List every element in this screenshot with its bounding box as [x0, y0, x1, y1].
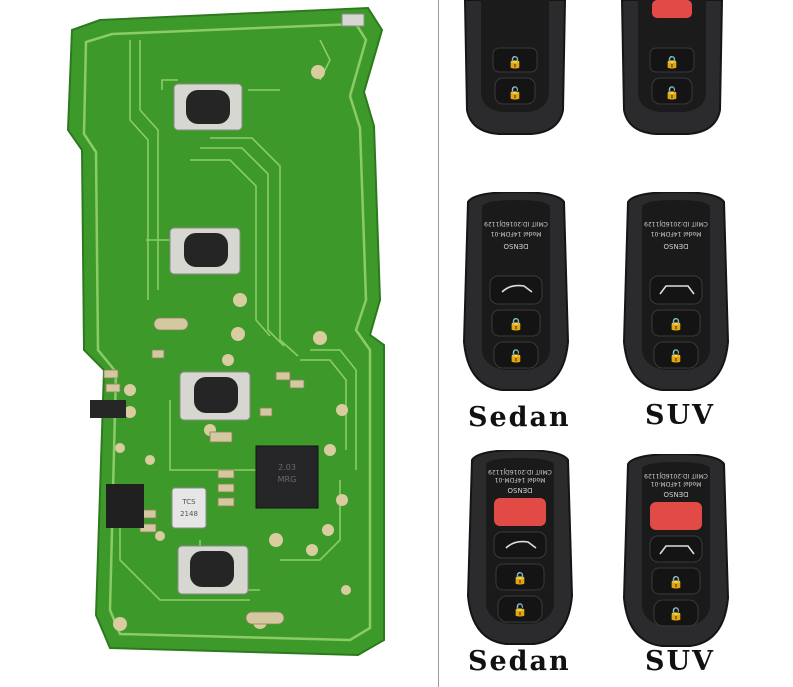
pcb-board-photo: TCS 2148 2.03 MRG	[50, 0, 410, 687]
smd-components	[103, 317, 305, 625]
svg-text:🔓: 🔓	[509, 349, 524, 363]
pcb-connector	[341, 13, 365, 27]
unlock-button-icon	[653, 341, 699, 369]
lock-button-icon	[491, 309, 541, 337]
panic-button-icon	[494, 498, 546, 526]
small-ic-chip	[106, 484, 144, 528]
panic-button-icon	[650, 502, 702, 530]
svg-text:Model 14FDM-01: Model 14FDM-01	[491, 230, 542, 237]
model-label-suv: SUV	[645, 400, 715, 431]
unlock-button-icon	[493, 341, 539, 369]
panel-divider	[438, 0, 439, 687]
tactile-switch-2	[169, 227, 241, 275]
svg-text:🔓: 🔓	[669, 607, 684, 621]
trunk-button-icon	[493, 531, 547, 559]
unlock-button-icon	[494, 77, 536, 105]
svg-text:CMIIT ID:2016DJ1129: CMIIT ID:2016DJ1129	[488, 468, 552, 475]
key-fob-sedan: DENSO Model 14FDM-01 CMIIT ID:2016DJ1129…	[462, 192, 570, 391]
unlock-button-icon	[653, 599, 699, 627]
tailgate-button-icon	[649, 275, 703, 305]
svg-text:🔒: 🔒	[665, 55, 680, 69]
panic-button-icon	[652, 0, 692, 18]
svg-text:2148: 2148	[180, 510, 198, 518]
svg-text:2.03: 2.03	[278, 463, 296, 472]
svg-text:DENSO: DENSO	[663, 242, 688, 250]
pcb-edge-trace	[82, 22, 372, 642]
model-label-sedan-panic: Sedan	[468, 646, 571, 677]
model-label-sedan: Sedan	[468, 402, 571, 433]
svg-text:🔓: 🔓	[669, 349, 684, 363]
unlock-button-icon	[651, 77, 693, 105]
model-label-suv-panic: SUV	[645, 646, 715, 677]
lock-button-icon	[492, 47, 538, 73]
svg-text:🔒: 🔒	[508, 55, 523, 69]
svg-text:🔓: 🔓	[513, 603, 528, 617]
svg-text:🔒: 🔒	[513, 571, 528, 585]
svg-text:Model 14FDM-01: Model 14FDM-01	[495, 476, 546, 483]
svg-text:DENSO: DENSO	[663, 490, 688, 498]
svg-text:Model 14FDM-01: Model 14FDM-01	[651, 230, 702, 237]
lock-button-icon	[495, 563, 545, 591]
svg-text:🔓: 🔓	[508, 86, 523, 100]
tactile-switch-4	[177, 545, 249, 595]
key-fob-top-right: 🔒 🔓	[620, 0, 724, 135]
pcb-board: TCS 2148 2.03 MRG	[66, 6, 385, 657]
lock-button-icon	[651, 309, 701, 337]
lock-button-icon	[649, 47, 695, 73]
svg-text:🔒: 🔒	[669, 317, 684, 331]
svg-text:CMIIT ID:2016DJ1129: CMIIT ID:2016DJ1129	[484, 220, 548, 227]
unlock-button-icon	[497, 595, 543, 623]
key-fob-sedan-panic: DENSO Model 14FDM-01 CMIIT ID:2016DJ1129…	[466, 450, 574, 645]
svg-text:🔒: 🔒	[669, 575, 684, 589]
svg-text:MRG: MRG	[278, 475, 297, 484]
svg-text:DENSO: DENSO	[503, 242, 528, 250]
svg-text:🔓: 🔓	[665, 86, 680, 100]
svg-text:CMIIT ID:2016DJ1129: CMIIT ID:2016DJ1129	[644, 220, 708, 227]
tactile-switch-3	[179, 371, 251, 421]
tailgate-button-icon	[649, 535, 703, 563]
svg-text:🔒: 🔒	[509, 317, 524, 331]
tactile-switch-1	[173, 83, 243, 131]
svg-text:TCS: TCS	[181, 498, 196, 506]
svg-text:DENSO: DENSO	[507, 486, 532, 494]
transistor-chip	[90, 400, 126, 418]
svg-text:Model 14FDM-01: Model 14FDM-01	[651, 480, 702, 487]
key-fob-top-left: 🔒 🔓	[463, 0, 567, 135]
trunk-button-icon	[489, 275, 543, 305]
crystal-oscillator: TCS 2148	[171, 487, 207, 529]
key-fob-suv: DENSO Model 14FDM-01 CMIIT ID:2016DJ1129…	[622, 192, 730, 391]
microcontroller-chip: 2.03 MRG	[255, 445, 319, 509]
key-fob-suv-panic: DENSO Model 14FDM-01 CMIIT ID:2016DJ1129…	[622, 454, 730, 647]
lock-button-icon	[651, 567, 701, 595]
svg-text:CMIIT ID:2016DJ1129: CMIIT ID:2016DJ1129	[644, 472, 708, 479]
